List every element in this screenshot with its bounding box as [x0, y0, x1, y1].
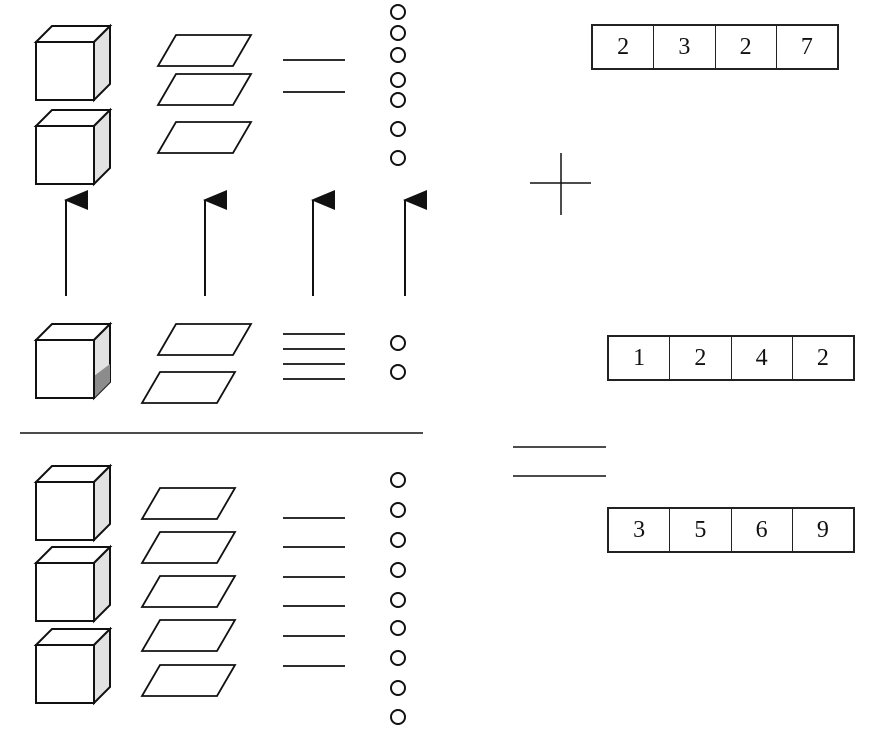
unit-circle-icon: [390, 25, 406, 41]
addend-bottom-digit-box: 1 2 4 2: [607, 335, 855, 381]
unit-circle-icon: [390, 709, 406, 725]
flat-icon: [156, 34, 253, 67]
cube-icon: [33, 23, 113, 103]
flat-icon: [140, 664, 237, 697]
flat-icon: [140, 619, 237, 652]
digit-cell-hundreds: 5: [670, 509, 732, 551]
unit-circle-icon: [390, 562, 406, 578]
digit-cell-hundreds: 2: [670, 337, 732, 379]
flat-icon: [140, 371, 237, 404]
flat-icon: [140, 487, 237, 520]
unit-circle-icon: [390, 650, 406, 666]
unit-circle-icon: [390, 364, 406, 380]
flat-icon: [140, 531, 237, 564]
digit-cell-tens: 6: [732, 509, 793, 551]
unit-circle-icon: [390, 592, 406, 608]
digit-cell-thousands: 3: [609, 509, 671, 551]
digit-cell-thousands: 2: [593, 26, 655, 68]
sum-digit-box: 3 5 6 9: [607, 507, 855, 553]
digit-cell-ones: 2: [816, 344, 829, 371]
unit-circle-icon: [390, 150, 406, 166]
flat-icon: [156, 73, 253, 106]
addend-top-digit-box: 2 3 2 7: [591, 24, 839, 70]
digit-cell-tens: 2: [716, 26, 777, 68]
unit-circle-icon: [390, 47, 406, 63]
flat-icon: [156, 323, 253, 356]
unit-circle-icon: [390, 335, 406, 351]
unit-circle-icon: [390, 680, 406, 696]
digit-cell-ones: 9: [816, 516, 829, 543]
cube-icon: [33, 107, 113, 187]
unit-circle-icon: [390, 4, 406, 20]
unit-circle-icon: [390, 620, 406, 636]
cube-icon: [33, 463, 113, 543]
digit-cell-thousands: 1: [609, 337, 671, 379]
plus-sign-icon: [530, 153, 591, 215]
unit-circle-icon: [390, 121, 406, 137]
unit-circle-icon: [390, 72, 406, 88]
unit-circle-icon: [390, 532, 406, 548]
digit-cell-tens: 4: [732, 337, 793, 379]
unit-circle-icon: [390, 502, 406, 518]
flat-icon: [156, 121, 253, 154]
cube-icon: [33, 321, 113, 401]
unit-circle-icon: [390, 472, 406, 488]
flat-icon: [140, 575, 237, 608]
digit-cell-ones: 7: [800, 33, 813, 60]
unit-circle-icon: [390, 92, 406, 108]
digit-cell-hundreds: 3: [654, 26, 716, 68]
equals-sign-icon: [513, 446, 606, 477]
cube-icon: [33, 626, 113, 706]
cube-icon: [33, 544, 113, 624]
